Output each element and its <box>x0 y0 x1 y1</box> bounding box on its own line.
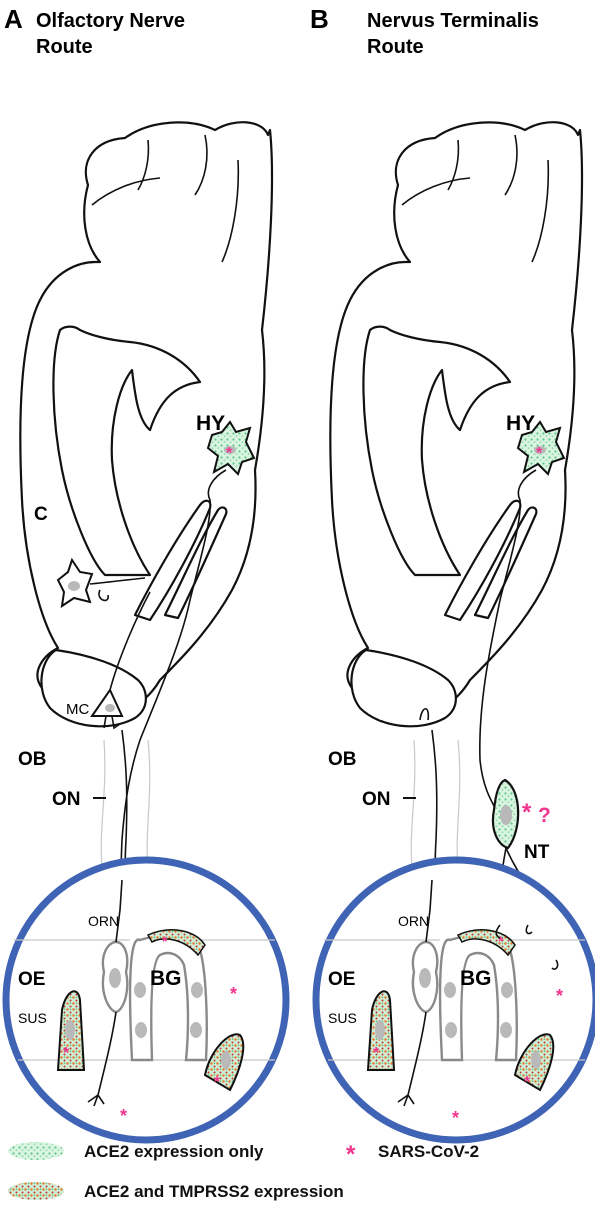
label-oe-a: OE <box>18 969 45 990</box>
panel-b-nt-axon <box>479 469 537 831</box>
label-on-a: ON <box>52 789 81 810</box>
panel-b-epithelium-circle: * * * * * <box>312 856 595 1144</box>
svg-text:*: * <box>63 1045 70 1062</box>
label-on-b: ON <box>362 789 391 810</box>
legend-ace2-tmprss2-swatch <box>8 1182 64 1200</box>
panel-a-title-line2: Route <box>36 36 93 58</box>
label-hy-b: HY <box>506 412 535 435</box>
label-c: C <box>34 504 48 525</box>
label-bg-b: BG <box>460 967 492 990</box>
svg-text:*: * <box>230 984 237 1004</box>
svg-text:*: * <box>120 1106 127 1126</box>
label-nt: NT <box>524 842 550 863</box>
svg-text:*: * <box>226 445 233 462</box>
legend-ace2-swatch <box>8 1142 64 1160</box>
legend: ACE2 expression only * SARS-CoV-2 ACE2 a… <box>8 1141 479 1201</box>
nt-virus-star: * <box>522 799 532 826</box>
label-ob-b: OB <box>328 749 357 770</box>
panel-a-hy-neuron: * <box>207 421 255 475</box>
panel-a-epithelium-circle: * * * * * <box>2 856 290 1144</box>
label-sus-a: SUS <box>18 1010 47 1026</box>
panel-b-hy-neuron: * <box>517 421 565 475</box>
svg-text:*: * <box>214 1074 221 1091</box>
label-oe-b: OE <box>328 969 355 990</box>
panel-b: B Nervus Terminalis Route * HY * ? NT OB <box>310 4 595 1144</box>
panel-a-axon <box>117 469 227 941</box>
svg-text:*: * <box>498 933 504 949</box>
panel-b-brain <box>329 121 584 728</box>
legend-ace2-only: ACE2 expression only <box>84 1142 264 1161</box>
panel-a-letter: A <box>4 4 23 34</box>
label-sus-b: SUS <box>328 1010 357 1026</box>
legend-ace2-tmprss2: ACE2 and TMPRSS2 expression <box>84 1182 344 1201</box>
label-ob-a: OB <box>18 749 47 770</box>
panel-a-mitral-cell <box>90 591 151 730</box>
panel-a-cortical-neuron <box>56 557 146 609</box>
svg-text:*: * <box>373 1045 380 1062</box>
label-orn-a: ORN <box>88 913 119 929</box>
legend-sars-star: * <box>346 1141 356 1168</box>
nt-question-mark: ? <box>538 804 551 827</box>
label-bg-a: BG <box>150 967 182 990</box>
svg-text:*: * <box>452 1108 459 1128</box>
label-hy-a: HY <box>196 412 225 435</box>
panel-a: A Olfactory Nerve Route MC * HY C <box>2 4 290 1144</box>
label-mc: MC <box>66 701 89 718</box>
svg-text:*: * <box>556 986 563 1006</box>
svg-text:*: * <box>524 1074 531 1091</box>
panel-a-title-line1: Olfactory Nerve <box>36 10 185 32</box>
panel-b-letter: B <box>310 4 329 34</box>
panel-b-title-line2: Route <box>367 36 424 58</box>
svg-text:*: * <box>536 445 543 462</box>
legend-sars: SARS-CoV-2 <box>378 1142 479 1161</box>
panel-b-title-line1: Nervus Terminalis <box>367 10 539 32</box>
panel-a-brain <box>19 121 274 728</box>
label-orn-b: ORN <box>398 913 429 929</box>
svg-text:*: * <box>162 933 168 949</box>
